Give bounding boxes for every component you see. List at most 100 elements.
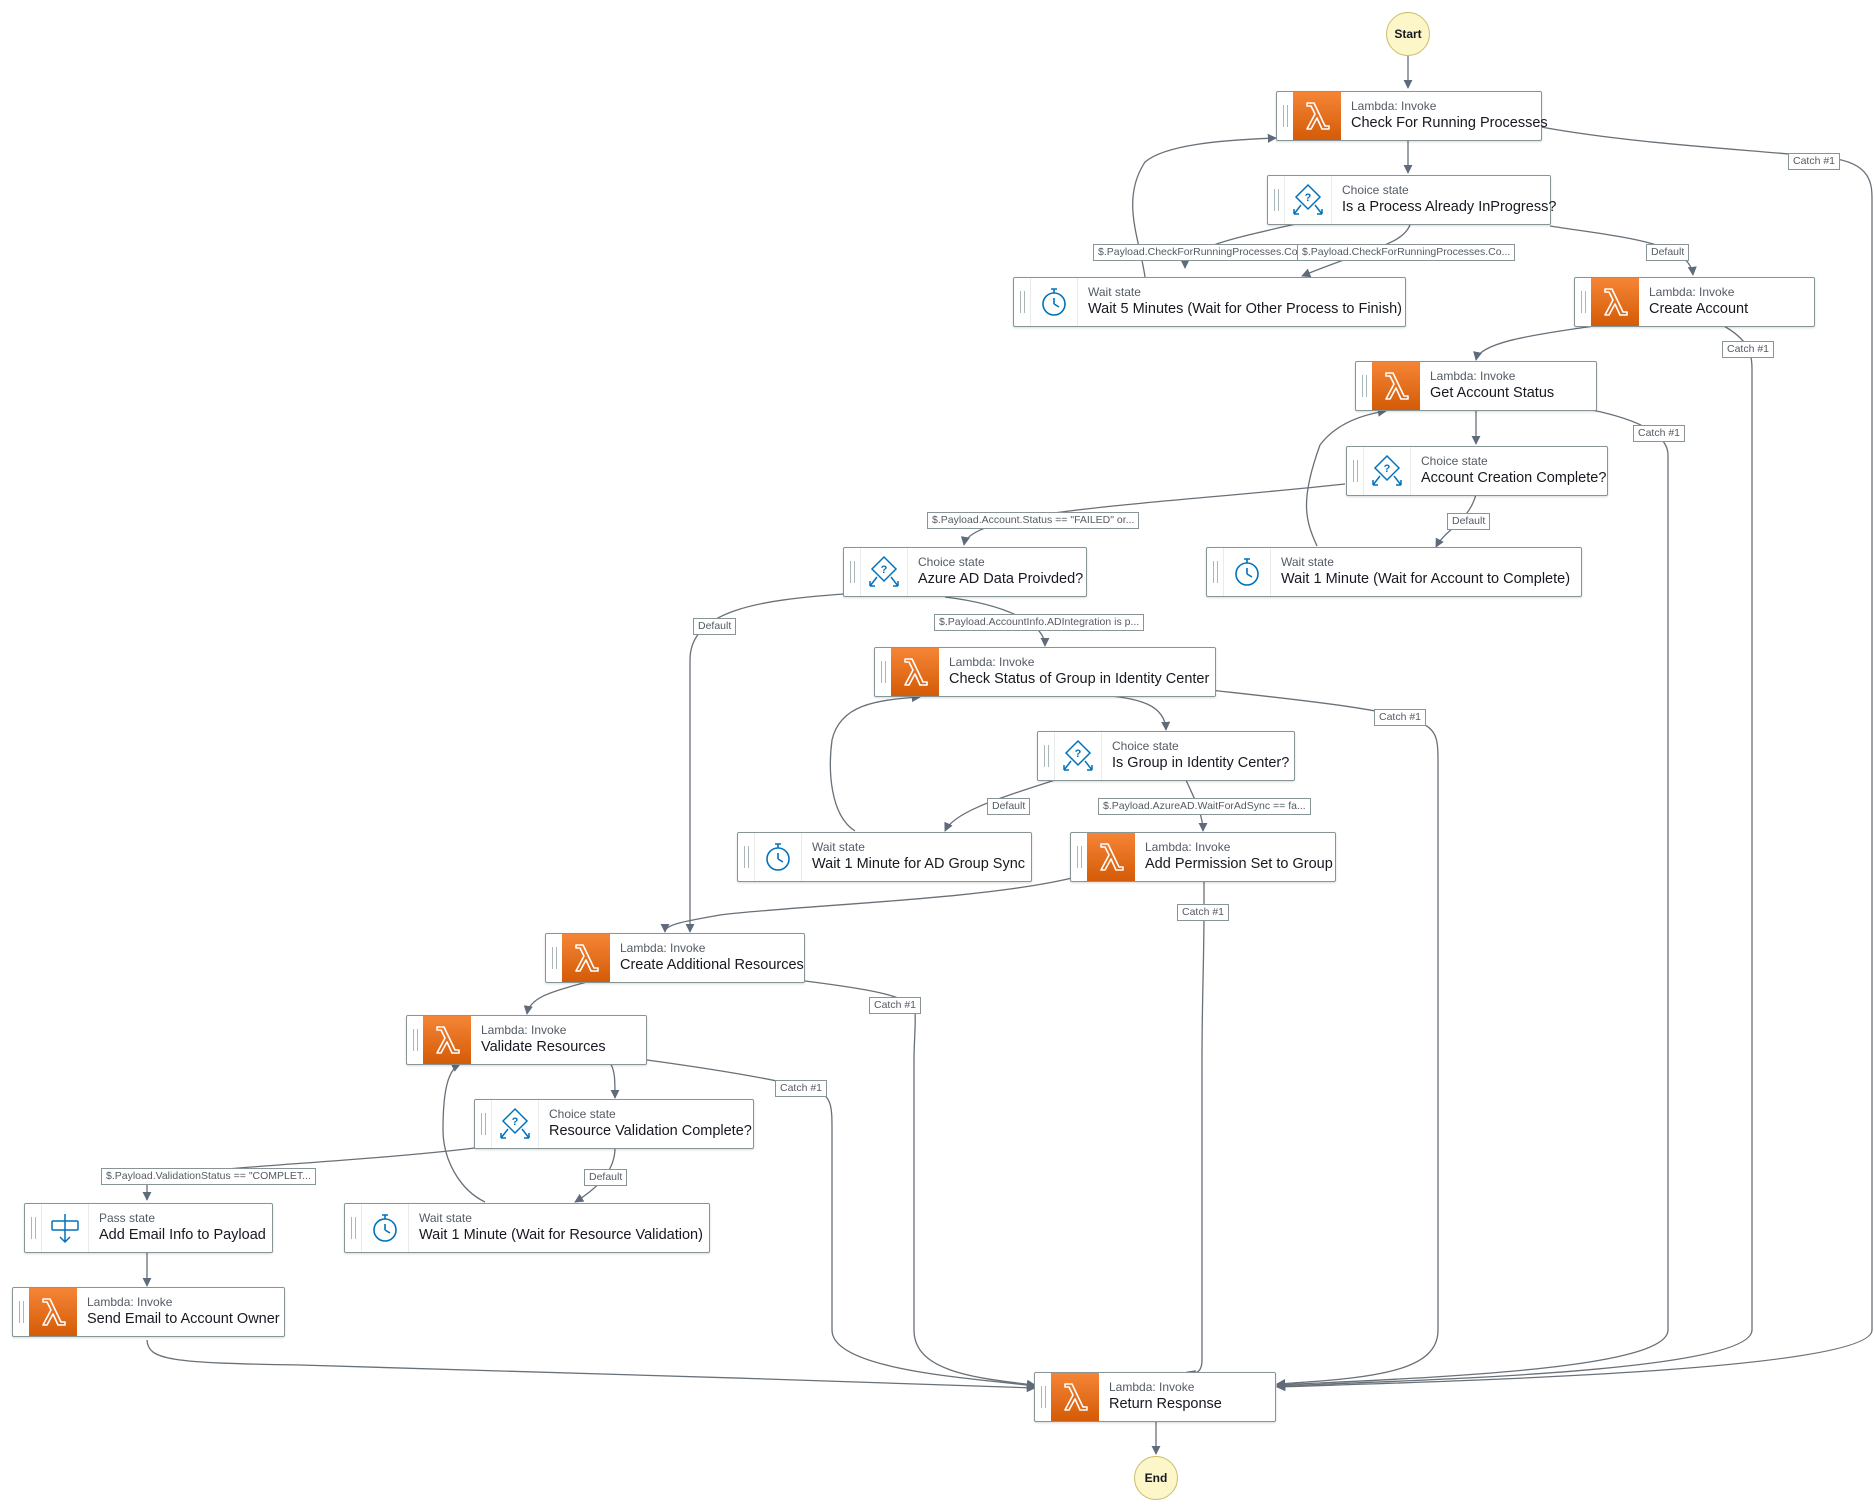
lambda-icon	[1293, 92, 1341, 140]
edge-label-condition[interactable]: $.Payload.CheckForRunningProcesses.Co...	[1093, 244, 1312, 261]
state-name: Validate Resources	[481, 1039, 606, 1055]
edge-createres-validate	[523, 980, 591, 1015]
edge-label-condition[interactable]: $.Payload.AccountInfo.ADIntegration is p…	[934, 614, 1145, 631]
drag-handle[interactable]	[1347, 447, 1363, 495]
state-type: Lambda: Invoke	[620, 941, 706, 955]
state-type: Choice state	[1342, 183, 1409, 197]
edge-label-default[interactable]: Default	[584, 1169, 628, 1186]
edge-label-condition[interactable]: $.Payload.ValidationStatus == "COMPLET..…	[101, 1168, 316, 1185]
svg-text:?: ?	[1075, 748, 1082, 760]
drag-handle[interactable]	[1268, 176, 1284, 224]
timer-icon	[1030, 278, 1078, 326]
drag-handle[interactable]	[1014, 278, 1030, 326]
edge-label-condition[interactable]: $.Payload.CheckForRunningProcesses.Co...	[1297, 244, 1516, 261]
start-node[interactable]: Start	[1386, 12, 1430, 56]
drag-handle[interactable]	[844, 548, 860, 596]
drag-handle[interactable]	[345, 1204, 361, 1252]
state-type: Lambda: Invoke	[1351, 99, 1437, 113]
drag-handle[interactable]	[1038, 732, 1054, 780]
lambda-icon	[562, 934, 610, 982]
edge-label-default[interactable]: Default	[693, 618, 737, 635]
state-type: Lambda: Invoke	[949, 655, 1035, 669]
edge-label-catch[interactable]: Catch #1	[1722, 341, 1775, 358]
edge-waitad-loop	[829, 693, 921, 832]
lambda-icon	[1051, 1373, 1099, 1421]
drag-handle[interactable]	[13, 1288, 29, 1336]
edge-label-default[interactable]: Default	[987, 798, 1031, 815]
edge-validate-validation	[609, 1062, 620, 1099]
lambda-icon	[1087, 833, 1135, 881]
state-name: Get Account Status	[1430, 385, 1555, 401]
edge-label-catch[interactable]: Catch #1	[1788, 153, 1841, 170]
edge-addperm-createres	[660, 877, 1073, 933]
edge-label-catch[interactable]: Catch #1	[869, 997, 922, 1014]
edge-waitacct-loop	[1305, 407, 1387, 547]
state-type: Lambda: Invoke	[481, 1023, 567, 1037]
drag-handle[interactable]	[1575, 278, 1591, 326]
edge-label-default[interactable]: Default	[1646, 244, 1690, 261]
choice-icon: ?	[860, 548, 908, 596]
edge-wait5-loop	[1132, 133, 1277, 278]
edge-label-catch[interactable]: Catch #1	[1633, 425, 1686, 442]
drag-handle[interactable]	[407, 1016, 423, 1064]
drag-handle[interactable]	[1277, 92, 1293, 140]
drag-handle[interactable]	[875, 648, 891, 696]
drag-handle[interactable]	[1071, 833, 1087, 881]
edge-label-catch[interactable]: Catch #1	[775, 1080, 828, 1097]
drag-handle[interactable]	[475, 1100, 491, 1148]
svg-text:?: ?	[512, 1116, 519, 1128]
state-name: Add Permission Set to Group	[1145, 856, 1333, 872]
state-name: Check For Running Processes	[1351, 115, 1548, 131]
edge-acct-failed	[960, 483, 1346, 546]
state-name: Add Email Info to Payload	[99, 1227, 266, 1243]
pass-icon	[41, 1204, 89, 1252]
drag-handle[interactable]	[1356, 362, 1372, 410]
drag-handle[interactable]	[738, 833, 754, 881]
state-type: Lambda: Invoke	[1649, 285, 1735, 299]
state-type: Lambda: Invoke	[87, 1295, 173, 1309]
choice-icon: ?	[1363, 447, 1411, 495]
edge-label-condition[interactable]: $.Payload.AzureAD.WaitForAdSync == fa...	[1098, 798, 1311, 815]
edge-validate-catch	[646, 1059, 1036, 1390]
drag-handle[interactable]	[1207, 548, 1223, 596]
edge-label-catch[interactable]: Catch #1	[1374, 709, 1427, 726]
drag-handle[interactable]	[1035, 1373, 1051, 1421]
edge-check-catch	[1276, 126, 1873, 1392]
state-type: Wait state	[812, 840, 865, 854]
state-name: Azure AD Data Proivded?	[918, 571, 1084, 587]
edge-label-default[interactable]: Default	[1447, 513, 1491, 530]
state-name: Wait 1 Minute (Wait for Resource Validat…	[419, 1227, 703, 1243]
drag-handle[interactable]	[25, 1204, 41, 1252]
state-type: Choice state	[1112, 739, 1179, 753]
drag-handle[interactable]	[546, 934, 562, 982]
svg-text:?: ?	[1384, 463, 1391, 475]
end-node[interactable]: End	[1134, 1456, 1178, 1500]
edge-label-catch[interactable]: Catch #1	[1177, 904, 1230, 921]
lambda-icon	[423, 1016, 471, 1064]
edge-label-condition[interactable]: $.Payload.Account.Status == "FAILED" or.…	[927, 512, 1140, 529]
state-type: Choice state	[918, 555, 985, 569]
state-type: Choice state	[549, 1107, 616, 1121]
state-name: Create Additional Resources	[620, 957, 804, 973]
